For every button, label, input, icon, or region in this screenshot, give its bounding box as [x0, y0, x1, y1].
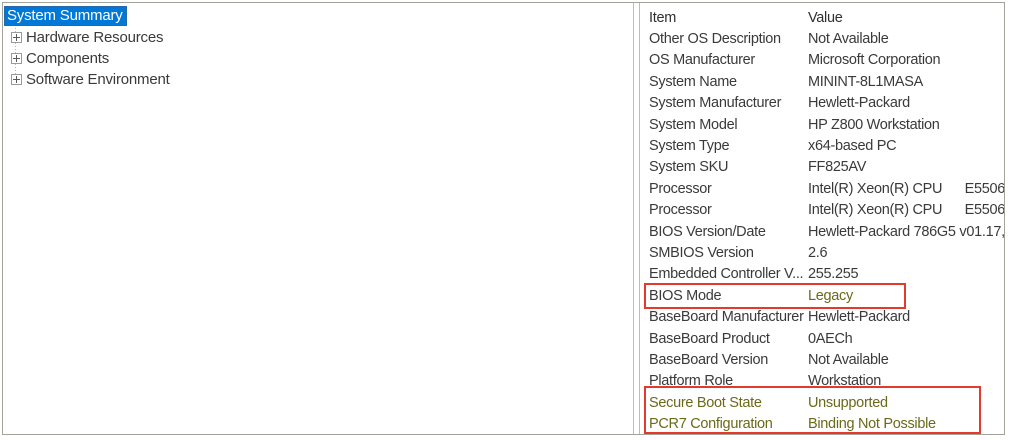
- tree-item-label: System Summary: [4, 6, 127, 26]
- row-item: Other OS Description: [649, 31, 781, 48]
- row-value: 2.6: [808, 244, 828, 261]
- table-row[interactable]: Processor Intel(R) Xeon(R) CPU E5506: [640, 200, 1004, 221]
- row-value: x64-based PC: [808, 138, 897, 155]
- row-item: BaseBoard Manufacturer: [649, 309, 804, 326]
- row-value: FF825AV: [808, 159, 867, 176]
- table-row[interactable]: System SKU FF825AV: [640, 157, 1004, 178]
- row-item: SMBIOS Version: [649, 244, 754, 261]
- table-row[interactable]: BIOS Version/Date Hewlett-Packard 786G5 …: [640, 221, 1004, 242]
- tree-item-hardware-resources[interactable]: Hardware Resources: [3, 27, 163, 47]
- row-value: Hewlett-Packard: [808, 95, 910, 112]
- window-frame: System Summary Hardware Resources Compon…: [2, 2, 1005, 435]
- column-header-item[interactable]: Item: [649, 9, 676, 26]
- table-row-secure-boot-state[interactable]: Secure Boot State Unsupported: [640, 392, 1004, 413]
- table-row[interactable]: Other OS Description Not Available: [640, 28, 1004, 49]
- expand-plus-icon[interactable]: [11, 32, 22, 43]
- table-row[interactable]: System Manufacturer Hewlett-Packard: [640, 93, 1004, 114]
- row-item: System Manufacturer: [649, 95, 782, 112]
- table-row[interactable]: System Model HP Z800 Workstation: [640, 114, 1004, 135]
- row-item: System Model: [649, 116, 738, 133]
- row-value: Not Available: [808, 351, 889, 368]
- tree-item-label: Software Environment: [26, 70, 170, 88]
- row-value: 255.255: [808, 266, 859, 283]
- table-row-bios-mode[interactable]: BIOS Mode Legacy: [640, 285, 1004, 306]
- row-value: Not Available: [808, 31, 889, 48]
- row-item: Platform Role: [649, 373, 733, 390]
- row-item: BaseBoard Product: [649, 330, 770, 347]
- row-value: Legacy: [808, 287, 853, 304]
- table-row[interactable]: SMBIOS Version 2.6: [640, 242, 1004, 263]
- category-tree-panel: System Summary Hardware Resources Compon…: [3, 3, 634, 434]
- row-item: OS Manufacturer: [649, 52, 755, 69]
- row-item: BIOS Version/Date: [649, 223, 766, 240]
- column-header-row: Item Value: [640, 7, 1004, 28]
- row-item: System SKU: [649, 159, 729, 176]
- table-row[interactable]: Embedded Controller V... 255.255: [640, 264, 1004, 285]
- tree-item-components[interactable]: Components: [3, 48, 109, 68]
- row-value: Hewlett-Packard: [808, 309, 910, 326]
- tree-item-label: Components: [26, 49, 110, 67]
- table-row[interactable]: OS Manufacturer Microsoft Corporation: [640, 50, 1004, 71]
- table-row[interactable]: Processor Intel(R) Xeon(R) CPU E5506: [640, 178, 1004, 199]
- table-row[interactable]: System Type x64-based PC: [640, 135, 1004, 156]
- row-item: Secure Boot State: [649, 394, 762, 411]
- row-value: Intel(R) Xeon(R) CPU E5506: [808, 180, 1004, 197]
- table-row[interactable]: System Name MININT-8L1MASA: [640, 71, 1004, 92]
- expand-plus-icon[interactable]: [11, 53, 22, 64]
- row-value: Unsupported: [808, 394, 888, 411]
- table-row[interactable]: BaseBoard Version Not Available: [640, 349, 1004, 370]
- column-header-value[interactable]: Value: [808, 9, 843, 26]
- row-item: BIOS Mode: [649, 287, 722, 304]
- row-value: Microsoft Corporation: [808, 52, 941, 69]
- row-item: PCR7 Configuration: [649, 416, 773, 433]
- row-item: Processor: [649, 202, 712, 219]
- table-row-pcr7-configuration[interactable]: PCR7 Configuration Binding Not Possible: [640, 413, 1004, 434]
- expand-plus-icon[interactable]: [11, 74, 22, 85]
- row-item: System Type: [649, 138, 730, 155]
- row-value: Workstation: [808, 373, 881, 390]
- row-value: MININT-8L1MASA: [808, 73, 924, 90]
- row-value: Hewlett-Packard 786G5 v01.17, 8/: [808, 223, 1004, 240]
- table-row[interactable]: BaseBoard Product 0AECh: [640, 328, 1004, 349]
- tree-item-software-environment[interactable]: Software Environment: [3, 69, 170, 89]
- tree-item-label: Hardware Resources: [26, 28, 164, 46]
- row-item: BaseBoard Version: [649, 351, 769, 368]
- row-value: HP Z800 Workstation: [808, 116, 940, 133]
- tree-item-system-summary[interactable]: System Summary: [4, 6, 127, 26]
- table-row[interactable]: BaseBoard Manufacturer Hewlett-Packard: [640, 306, 1004, 327]
- row-item: System Name: [649, 73, 737, 90]
- row-item: Embedded Controller V...: [649, 266, 804, 283]
- table-row[interactable]: Platform Role Workstation: [640, 371, 1004, 392]
- row-value: Intel(R) Xeon(R) CPU E5506: [808, 202, 1004, 219]
- row-value: Binding Not Possible: [808, 416, 936, 433]
- row-item: Processor: [649, 180, 712, 197]
- details-panel: Item Value Other OS Description Not Avai…: [639, 3, 1004, 434]
- row-value: 0AECh: [808, 330, 853, 347]
